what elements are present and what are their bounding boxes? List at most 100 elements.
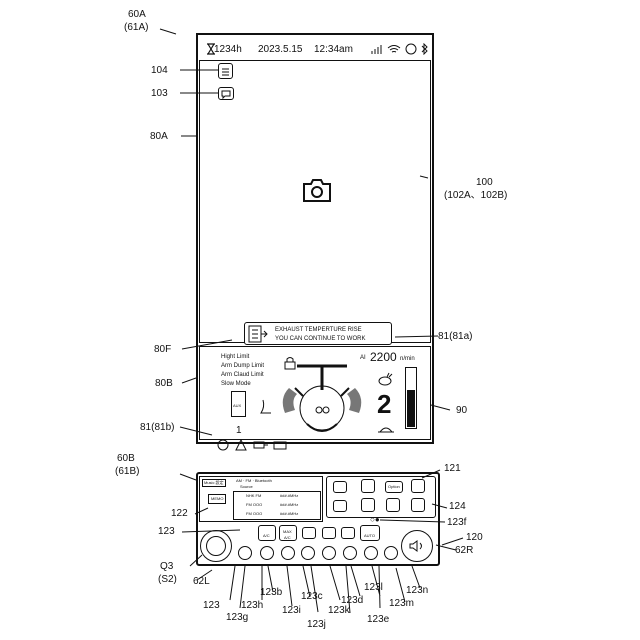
ref-100: 100 <box>476 178 493 188</box>
radio-display: Music 設定 AM · FM · Bluetooth Source MEMO… <box>199 476 323 522</box>
shortcut-button[interactable] <box>386 498 400 512</box>
shortcut-button[interactable] <box>333 500 347 512</box>
auto-label: AUTO <box>364 534 375 538</box>
ref-81a: 81(81a) <box>438 332 472 342</box>
speed-level: 2 <box>377 391 391 417</box>
ac-button[interactable]: A/C <box>258 525 276 541</box>
person-icon <box>406 44 416 54</box>
shortcut-button[interactable] <box>361 498 375 512</box>
station-name[interactable]: FM OOO <box>246 512 262 516</box>
ref-123m: 123m <box>389 599 414 609</box>
ref-123l: 123l <box>364 583 383 593</box>
max-ac-button[interactable]: MAX A/C <box>279 525 297 541</box>
engine-speed: 2200 <box>370 351 397 363</box>
fan-button[interactable] <box>301 546 315 560</box>
warning-icon <box>236 440 246 450</box>
source-label: Source <box>240 485 253 489</box>
attachment-icon <box>259 398 273 416</box>
warning-banner: EXHAUST TEMPERTURE RISE YOU CAN CONTINUE… <box>244 322 392 345</box>
climate-button[interactable] <box>322 527 336 539</box>
climate-button[interactable] <box>341 527 355 539</box>
ref-60a: 60A <box>128 10 146 20</box>
ref-90: 90 <box>456 406 467 416</box>
shortcut-button[interactable] <box>361 479 375 493</box>
ref-60b: 60B <box>117 454 135 464</box>
left-dial[interactable] <box>200 530 232 562</box>
ref-122: 122 <box>171 509 188 519</box>
memo-button[interactable]: MEMO <box>208 494 226 504</box>
ref-123j: 123j <box>307 620 326 630</box>
wifi-icon <box>388 46 400 53</box>
fan-button[interactable] <box>343 546 357 560</box>
ref-121: 121 <box>444 464 461 474</box>
ai-label: AI <box>360 355 366 361</box>
station-freq: ###.#MHz <box>280 503 298 507</box>
shortcut-button[interactable] <box>333 481 347 493</box>
max-ac-label: A/C <box>284 536 291 540</box>
hour-meter: 1234h <box>214 45 242 55</box>
engine-icon <box>254 442 268 448</box>
ref-123d: 123d <box>341 596 363 606</box>
left-dial-knob[interactable] <box>206 536 226 556</box>
ref-61a: (61A) <box>124 23 148 33</box>
ref-62l: 62L <box>193 577 210 587</box>
camera-icon[interactable] <box>302 177 332 203</box>
auto-button[interactable]: AUTO <box>360 525 380 541</box>
menu-icon <box>219 64 232 78</box>
page-indicator: ○● <box>370 516 380 524</box>
home-button[interactable] <box>411 498 425 512</box>
menu-button[interactable] <box>218 63 233 79</box>
limit-arm-dump: Arm Dump Limit <box>221 363 264 369</box>
fan-button[interactable] <box>384 546 398 560</box>
banner-line-1: EXHAUST TEMPERTURE RISE <box>275 327 362 333</box>
ref-123g: 123g <box>226 613 248 623</box>
source-button[interactable]: Music 設定 <box>202 479 226 487</box>
ref-123c: 123c <box>301 592 323 602</box>
ref-80f: 80F <box>154 345 171 355</box>
station-name[interactable]: NHK FM <box>246 494 261 498</box>
ref-104: 104 <box>151 66 168 76</box>
ref-123f: 123f <box>447 518 466 528</box>
ref-124: 124 <box>449 502 466 512</box>
ref-80b: 80B <box>155 379 173 389</box>
status-icons <box>370 43 430 55</box>
limit-hight: Hight Limit <box>221 354 249 360</box>
bluetooth-icon <box>422 44 427 54</box>
throttle-bar <box>405 367 417 429</box>
ref-123n: 123n <box>406 586 428 596</box>
throttle-bar-fill <box>407 390 415 427</box>
signal-icon <box>372 45 381 54</box>
limit-arm-claud: Arm Claud Limit <box>221 372 264 378</box>
ref-103: 103 <box>151 89 168 99</box>
fan-button[interactable] <box>260 546 274 560</box>
option-button[interactable]: Option <box>385 481 403 493</box>
fan-button[interactable] <box>238 546 252 560</box>
excavator-icon <box>277 358 367 438</box>
shortcut-button[interactable] <box>411 479 425 493</box>
station-name[interactable]: FM OOO <box>246 503 262 507</box>
fan-button[interactable] <box>322 546 336 560</box>
battery-icon <box>274 442 286 449</box>
filter-icon <box>248 325 268 343</box>
message-button[interactable] <box>218 87 234 100</box>
banner-line-2: YOU CAN CONTINUE TO WORK <box>275 336 365 342</box>
rabbit-icon <box>377 372 393 386</box>
fan-button[interactable] <box>281 546 295 560</box>
ref-81b: 81(81b) <box>140 423 174 433</box>
band-select[interactable]: AM · FM · Bluetooth <box>236 479 272 483</box>
climate-button[interactable] <box>302 527 316 539</box>
clock: 12:34am <box>314 45 353 55</box>
speaker-icon <box>409 539 425 553</box>
slow-mode: Slow Mode <box>221 381 251 387</box>
ref-80a: 80A <box>150 132 168 142</box>
date: 2023.5.15 <box>258 45 303 55</box>
max-label: MAX <box>283 530 292 534</box>
volume-dial[interactable] <box>401 530 433 562</box>
aux-indicator: AUX <box>231 391 246 417</box>
ref-123k: 123k <box>328 606 350 616</box>
ref-123-a: 123 <box>158 527 175 537</box>
fan-button[interactable] <box>364 546 378 560</box>
ref-123i: 123i <box>282 606 301 616</box>
engine-speed-unit: n/min <box>400 356 415 362</box>
